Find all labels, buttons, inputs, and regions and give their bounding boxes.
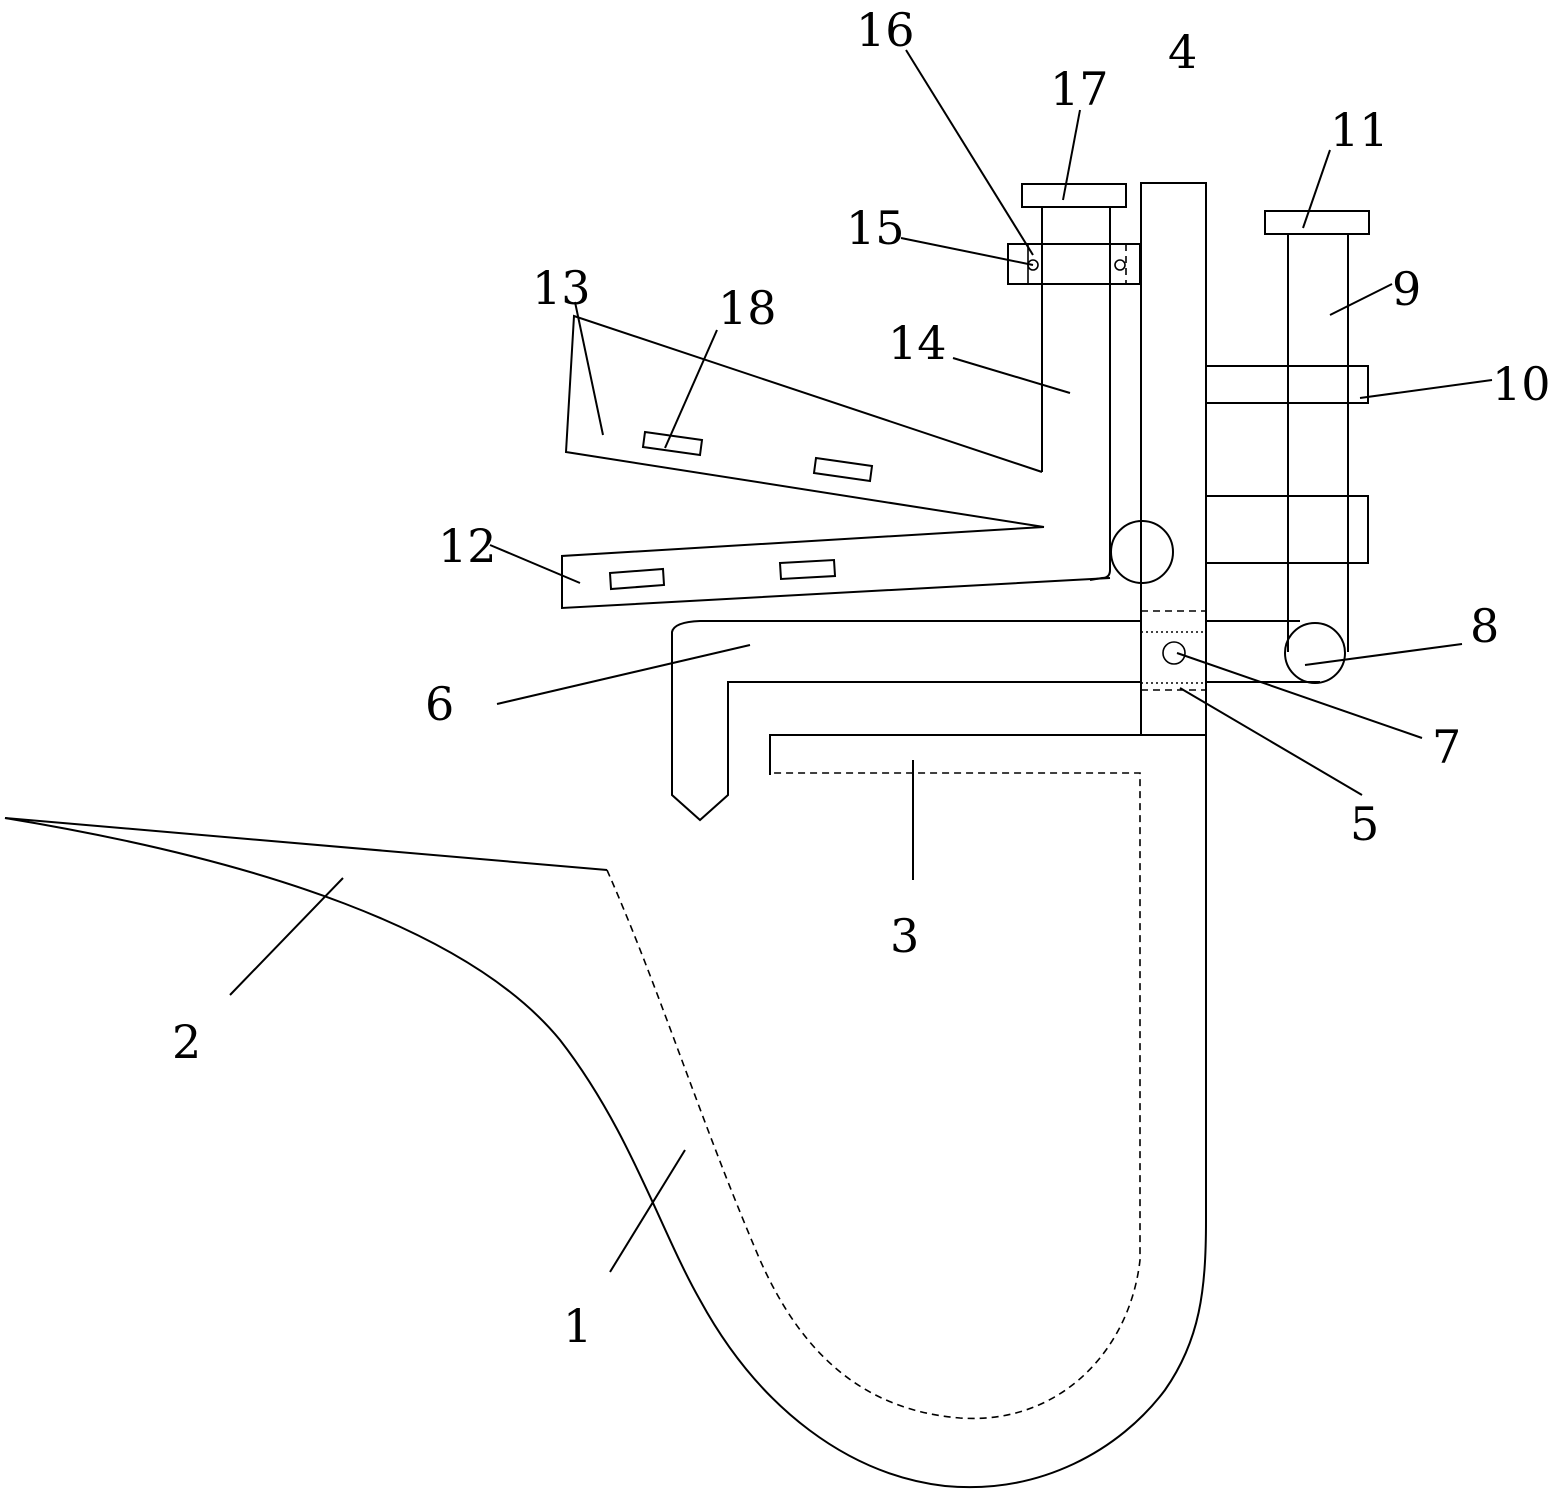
label-6: 6 <box>425 677 454 731</box>
label-14: 14 <box>888 316 947 370</box>
leader-13 <box>574 301 604 436</box>
leader-lines <box>229 49 1493 1273</box>
leader-2 <box>229 877 344 996</box>
leader-1 <box>609 1149 686 1273</box>
part-9-rod <box>1287 234 1349 652</box>
leader-16 <box>905 49 1034 256</box>
part-13-upper-jaw <box>564 314 1045 528</box>
part-11-rod-cap <box>1264 210 1370 235</box>
part-4-vertical-post <box>1140 182 1207 735</box>
label-4: 4 <box>1168 25 1197 79</box>
leader-11 <box>1302 149 1331 229</box>
part-8-roller <box>1284 622 1346 684</box>
leader-10 <box>1359 379 1493 399</box>
part-14-jaw-body <box>1041 206 1174 584</box>
label-8: 8 <box>1470 599 1499 653</box>
label-5: 5 <box>1350 797 1379 851</box>
leader-15 <box>900 237 1034 266</box>
label-12: 12 <box>438 519 497 573</box>
part-10-guide-blocks <box>1206 365 1369 564</box>
label-1: 1 <box>563 1299 592 1353</box>
leader-5 <box>1179 687 1363 796</box>
label-7: 7 <box>1432 720 1461 774</box>
leader-7 <box>1176 652 1423 739</box>
part-12-lower-jaw <box>561 526 1111 610</box>
part-3-base-plate <box>769 734 1206 775</box>
label-18: 18 <box>718 281 777 335</box>
part-18-slots <box>608 430 874 591</box>
part-7-pin <box>1162 641 1186 665</box>
part-2-blade <box>4 735 1207 1489</box>
leader-12 <box>489 544 581 584</box>
reference-numerals: 1 2 3 4 5 6 7 8 9 10 11 12 13 14 15 16 1… <box>172 3 1551 1353</box>
leader-17 <box>1062 109 1081 201</box>
label-10: 10 <box>1492 357 1551 411</box>
label-17: 17 <box>1050 62 1109 116</box>
leader-9 <box>1329 283 1393 316</box>
label-16: 16 <box>856 3 915 57</box>
leader-8 <box>1304 643 1463 666</box>
leader-18 <box>664 329 718 449</box>
part-1-hook-body <box>606 772 1141 1420</box>
label-2: 2 <box>172 1015 201 1069</box>
label-9: 9 <box>1392 262 1421 316</box>
part-5-hinge-housing <box>1141 610 1206 691</box>
label-13: 13 <box>532 261 591 315</box>
part-17-top-cap <box>1021 183 1127 208</box>
part-16-bolt <box>1027 259 1126 271</box>
part-6-arm <box>671 620 1320 822</box>
leader-14 <box>952 357 1071 394</box>
leader-6 <box>496 644 751 705</box>
label-15: 15 <box>846 201 905 255</box>
label-3: 3 <box>890 909 919 963</box>
label-11: 11 <box>1330 103 1389 157</box>
